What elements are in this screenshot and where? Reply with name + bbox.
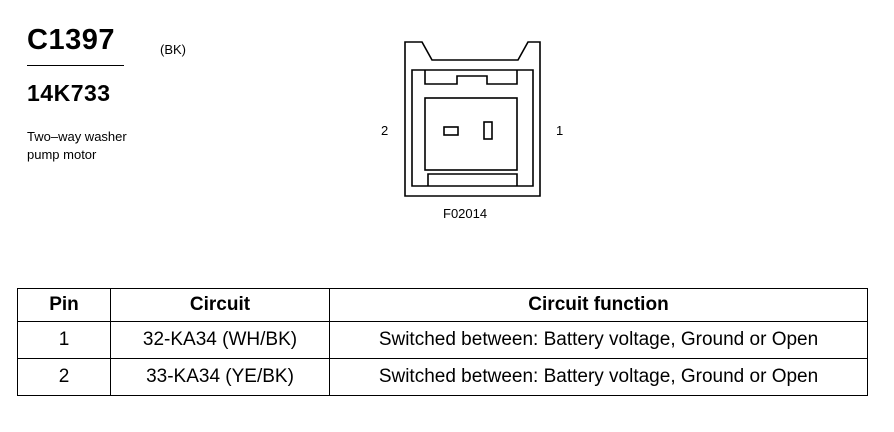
cell-circuit: 32-KA34 (WH/BK) bbox=[110, 321, 330, 359]
connector-face-diagram: 2 1 bbox=[381, 41, 563, 197]
description-line-1: Two–way washer bbox=[27, 129, 127, 144]
header-pin: Pin bbox=[17, 288, 111, 322]
pin-2-terminal bbox=[443, 126, 459, 136]
table-row: 1 32-KA34 (WH/BK) Switched between: Batt… bbox=[17, 321, 868, 359]
pinout-table: Pin Circuit Circuit function 1 32-KA34 (… bbox=[17, 288, 868, 396]
table-row: 2 33-KA34 (YE/BK) Switched between: Batt… bbox=[17, 358, 868, 396]
title-underline bbox=[27, 65, 124, 66]
table-header-row: Pin Circuit Circuit function bbox=[17, 288, 868, 322]
cell-function: Switched between: Battery voltage, Groun… bbox=[329, 358, 868, 396]
connector-id: C1397 bbox=[27, 24, 115, 56]
connector-housing-outline bbox=[404, 41, 541, 197]
cell-pin: 2 bbox=[17, 358, 111, 396]
connector-latch bbox=[424, 70, 518, 85]
pin-label-1: 1 bbox=[556, 123, 563, 138]
cell-circuit: 33-KA34 (YE/BK) bbox=[110, 358, 330, 396]
connector-description: Two–way washer pump motor bbox=[27, 128, 187, 164]
connector-color: (BK) bbox=[160, 42, 186, 57]
cell-pin: 1 bbox=[17, 321, 111, 359]
connector-inner-frame bbox=[411, 69, 534, 187]
header-circuit: Circuit bbox=[110, 288, 330, 322]
description-line-2: pump motor bbox=[27, 147, 97, 162]
connector-bottom-ledge bbox=[427, 173, 518, 186]
pin-label-2: 2 bbox=[381, 123, 388, 138]
header-circuit-function: Circuit function bbox=[329, 288, 868, 322]
part-number: 14K733 bbox=[27, 80, 111, 106]
terminal-cavity bbox=[424, 97, 518, 171]
cell-function: Switched between: Battery voltage, Groun… bbox=[329, 321, 868, 359]
figure-code: F02014 bbox=[443, 206, 488, 221]
pin-1-terminal bbox=[483, 121, 493, 140]
